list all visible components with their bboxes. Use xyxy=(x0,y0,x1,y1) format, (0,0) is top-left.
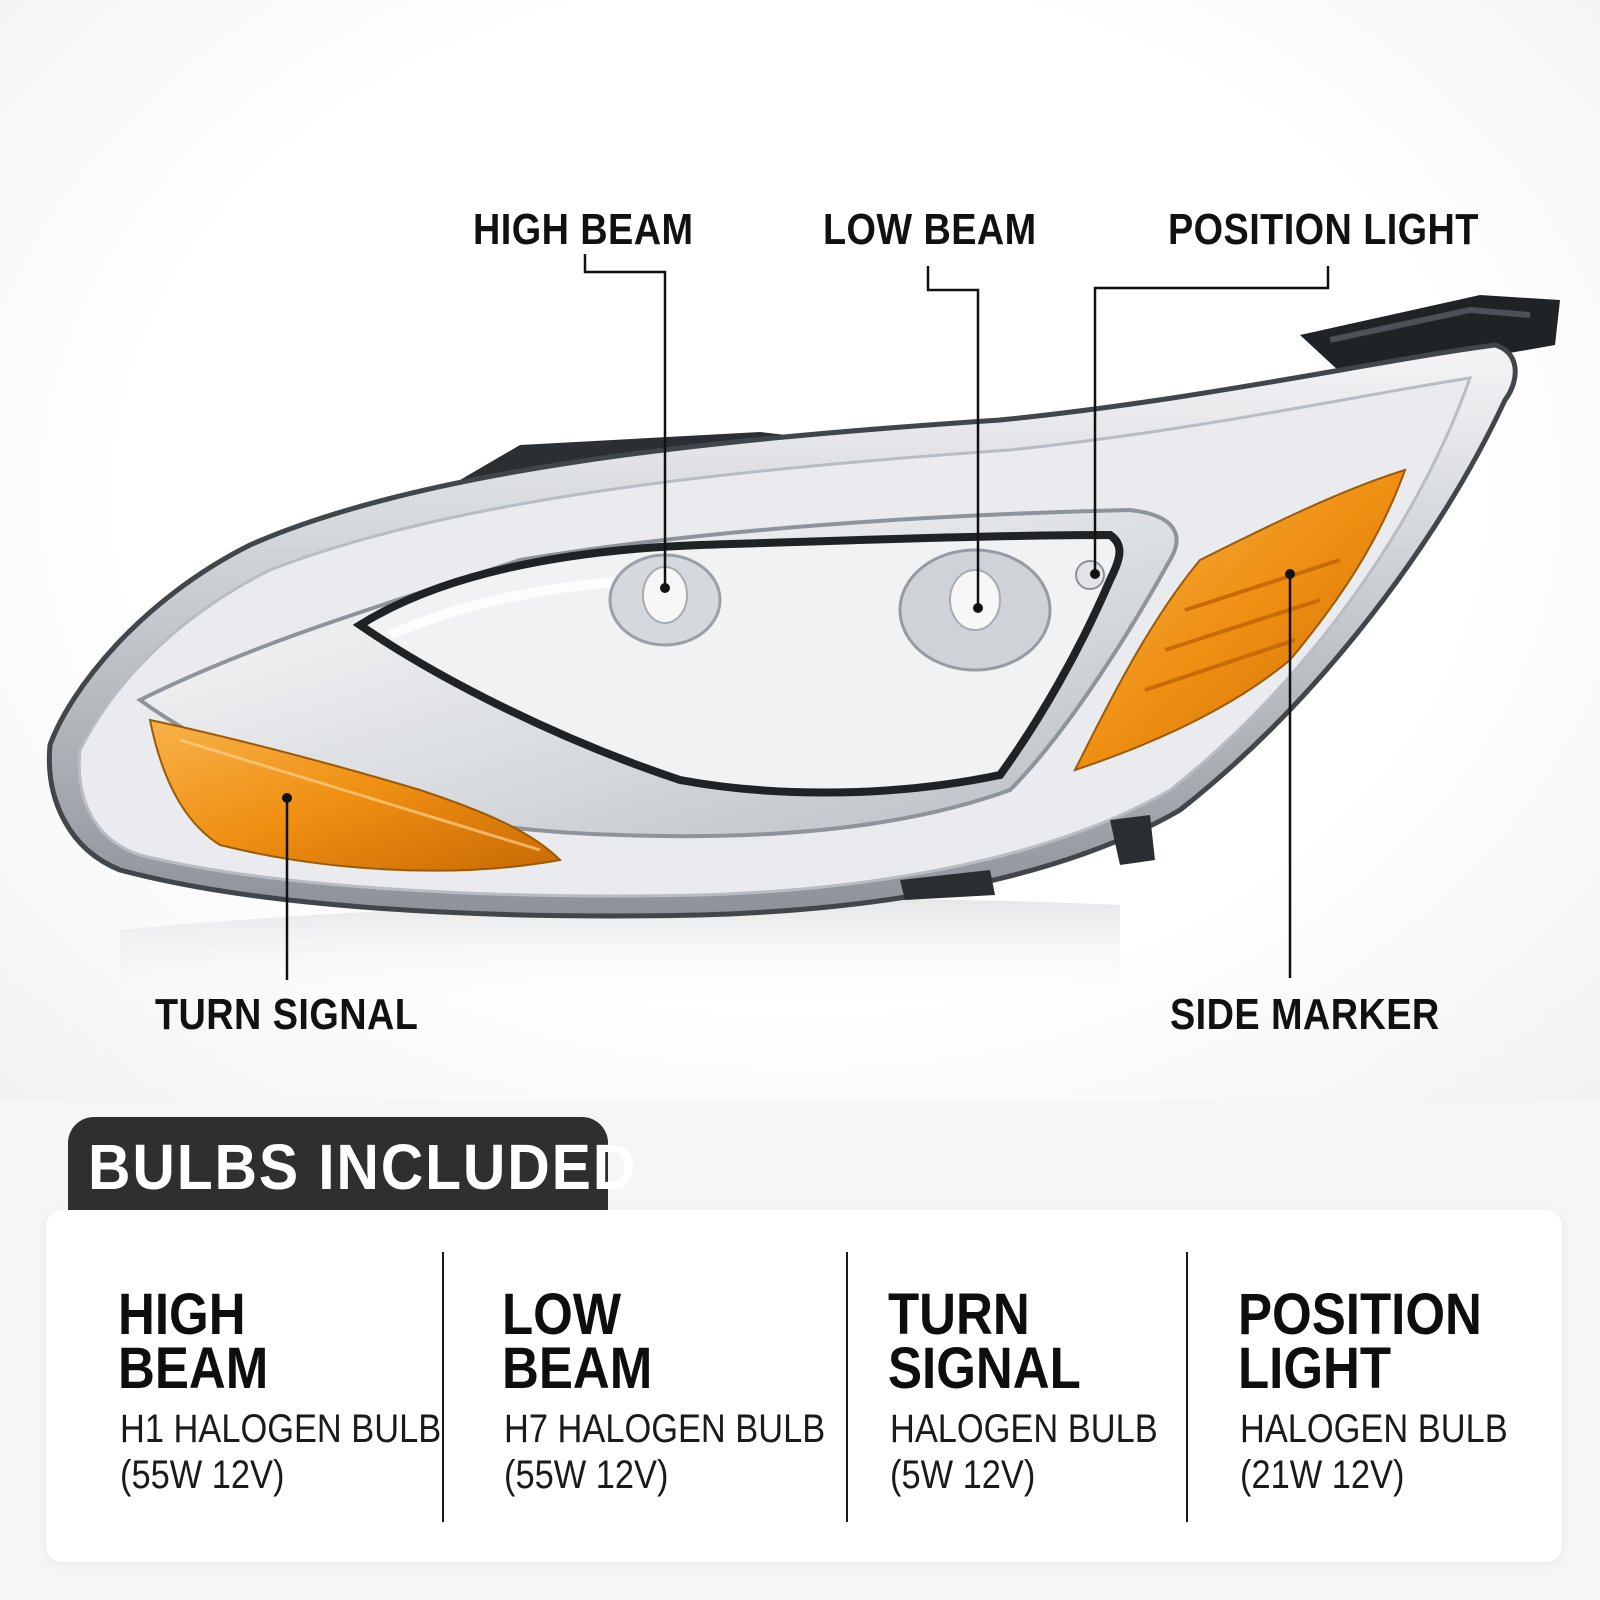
column-divider xyxy=(1186,1252,1188,1522)
column-divider xyxy=(442,1252,444,1522)
bulb-name: POSITION LIGHT xyxy=(1238,1282,1482,1401)
bulb-spec: H7 HALOGEN BULB (55W 12V) xyxy=(504,1407,826,1497)
bulb-spec: H1 HALOGEN BULB (55W 12V) xyxy=(120,1407,442,1497)
bulb-item-position-light: POSITION LIGHT HALOGEN BULB (21W 12V) xyxy=(1238,1282,1551,1498)
bulb-item-low-beam: LOW BEAM H7 HALOGEN BULB (55W 12V) xyxy=(502,1282,877,1498)
callout-low-beam: LOW BEAM xyxy=(823,205,1037,254)
bulb-name: TURN SIGNAL xyxy=(888,1282,1081,1401)
position-light-socket xyxy=(1075,560,1105,590)
bulb-item-high-beam: HIGH BEAM H1 HALOGEN BULB (55W 12V) xyxy=(118,1282,493,1498)
headlight-illustration xyxy=(46,254,1560,1010)
lower-connector xyxy=(1110,815,1155,865)
lower-bracket xyxy=(900,870,995,900)
leader-lines xyxy=(285,254,1330,980)
bulbs-included-tab xyxy=(68,1117,608,1217)
bulb-name: HIGH BEAM xyxy=(118,1282,269,1401)
bulb-spec: HALOGEN BULB (21W 12V) xyxy=(1240,1407,1508,1497)
bulb-name: LOW BEAM xyxy=(502,1282,653,1401)
floor-reflection xyxy=(120,899,1120,1010)
turn-signal-lens xyxy=(148,718,563,872)
column-divider xyxy=(846,1252,848,1522)
bulb-item-turn-signal: TURN SIGNAL HALOGEN BULB (5W 12V) xyxy=(888,1282,1201,1498)
callout-high-beam: HIGH BEAM xyxy=(473,205,694,254)
leader-dots xyxy=(282,569,1295,803)
callout-position-light: POSITION LIGHT xyxy=(1168,205,1479,254)
bulbs-included-title: BULBS INCLUDED xyxy=(88,1131,638,1203)
callout-side-marker: SIDE MARKER xyxy=(1170,990,1440,1039)
bulb-spec: HALOGEN BULB (5W 12V) xyxy=(890,1407,1158,1497)
callout-turn-signal: TURN SIGNAL xyxy=(155,990,419,1039)
bulbs-panel: HIGH BEAM H1 HALOGEN BULB (55W 12V) LOW … xyxy=(46,1210,1562,1562)
